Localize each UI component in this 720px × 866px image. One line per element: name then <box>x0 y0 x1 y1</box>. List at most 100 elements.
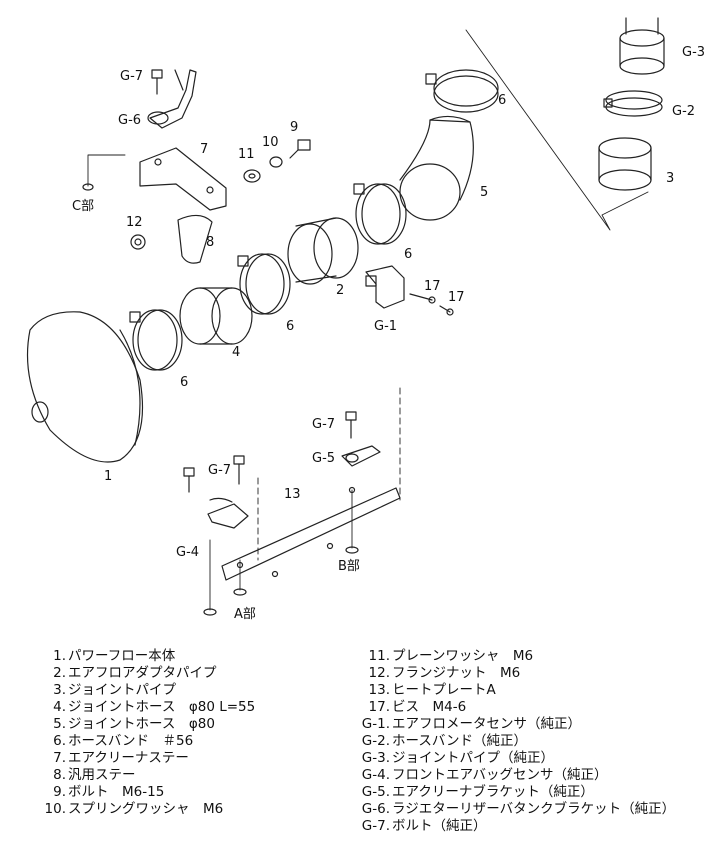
bolt-g7-left <box>183 467 195 493</box>
label-8: 8 <box>206 235 214 250</box>
flange-nut <box>130 234 146 250</box>
part-number: G-2. <box>361 733 390 749</box>
label-a: A部 <box>234 607 256 620</box>
part-name: フロントエアバッグセンサ（純正） <box>392 767 608 783</box>
part-name: パワーフロー本体 <box>68 648 176 664</box>
label-10: 10 <box>262 135 279 150</box>
part-number: 8. <box>53 767 66 783</box>
parts-list-item: 9.ボルト M6-15 <box>18 784 255 801</box>
part-name: プレーンワッシャ M6 <box>392 648 534 664</box>
part-name: フランジナット M6 <box>392 665 521 681</box>
part-number: G-4. <box>361 767 390 783</box>
hose-band-6-top <box>425 69 499 113</box>
part-number: G-3. <box>361 750 390 766</box>
part-name: エアクリーナブラケット（純正） <box>392 784 594 800</box>
part-name: ジョイントホース φ80 L=55 <box>68 699 256 715</box>
label-c: C部 <box>72 199 94 214</box>
bolt-g7-mid <box>233 455 245 485</box>
parts-list-item: G-1.エアフロメータセンサ（純正） <box>340 716 675 733</box>
parts-list-item: G-6.ラジエターリザーバタンクブラケット（純正） <box>340 801 675 818</box>
label-g3: G-3 <box>682 45 705 60</box>
part-name: ボルト（純正） <box>392 818 487 834</box>
part-name: エアクリーナステー <box>68 750 189 766</box>
label-2: 2 <box>336 283 344 298</box>
parts-list-item: 1.パワーフロー本体 <box>18 648 255 665</box>
label-g1: G-1 <box>374 319 397 334</box>
part-name: ビス M4-6 <box>392 699 467 715</box>
part-number: 17. <box>368 699 390 715</box>
label-6c: 6 <box>404 247 412 262</box>
parts-list-item: 11.プレーンワッシャ M6 <box>340 648 675 665</box>
parts-list-item: 2.エアフロアダプタパイプ <box>18 665 255 682</box>
label-6a: 6 <box>180 375 188 390</box>
part-number: 4. <box>53 699 66 715</box>
parts-list-item: G-7.ボルト（純正） <box>340 818 675 835</box>
label-g5: G-5 <box>312 451 335 466</box>
part-number: 10. <box>44 801 66 817</box>
parts-list-item: 5.ジョイントホース φ80 <box>18 716 255 733</box>
parts-list-item: 10.スプリングワッシャ M6 <box>18 801 255 818</box>
part-name: ジョイントパイプ <box>68 682 176 698</box>
part-number: 7. <box>53 750 66 766</box>
bolt-g7-top <box>151 69 163 95</box>
part-name: エアフロメータセンサ（純正） <box>392 716 581 732</box>
joint-pipe-g3 <box>619 17 665 75</box>
parts-list-item: G-5.エアクリーナブラケット（純正） <box>340 784 675 801</box>
part-name: ボルト M6-15 <box>68 784 165 800</box>
exploded-parts-diagram: 1 2 3 4 5 6 6 6 6 7 8 9 10 11 12 13 17 1… <box>26 17 705 620</box>
label-3: 3 <box>666 171 674 186</box>
parts-list-item: 7.エアクリーナステー <box>18 750 255 767</box>
airflow-meter-sensor <box>365 265 405 309</box>
hose-band-g2 <box>603 90 663 117</box>
label-17b: 17 <box>448 290 465 305</box>
spring-washer <box>269 156 283 168</box>
radiator-tank-bracket <box>147 69 197 129</box>
air-cleaner-stay <box>139 147 227 211</box>
part-number: 6. <box>53 733 66 749</box>
bolt-g7-right <box>345 411 357 439</box>
label-6d: 6 <box>498 93 506 108</box>
parts-list-item: 17.ビス M4-6 <box>340 699 675 716</box>
parts-list-item: G-2.ホースバンド（純正） <box>340 733 675 750</box>
parts-list-item: G-3.ジョイントパイプ（純正） <box>340 750 675 767</box>
part-number: 2. <box>53 665 66 681</box>
parts-list-item: 8.汎用ステー <box>18 767 255 784</box>
airflow-adapter-pipe <box>287 217 359 285</box>
joint-hose-5 <box>399 115 474 221</box>
part-number: G-7. <box>361 818 390 834</box>
part-number: 13. <box>368 682 390 698</box>
label-g2: G-2 <box>672 104 695 119</box>
leader-lines <box>87 29 649 611</box>
part-name: ラジエターリザーバタンクブラケット（純正） <box>392 801 676 817</box>
part-name: ホースバンド（純正） <box>392 733 527 749</box>
parts-list-item: 6.ホースバンド ＃56 <box>18 733 255 750</box>
air-filter-body <box>26 311 143 463</box>
part-name: ホースバンド ＃56 <box>68 733 194 749</box>
hose-band-6-middle <box>237 253 291 315</box>
diagram-labels: 1 2 3 4 5 6 6 6 6 7 8 9 10 11 12 13 17 1… <box>72 45 705 620</box>
label-12: 12 <box>126 215 143 230</box>
label-g7c: G-7 <box>312 417 335 432</box>
joint-pipe-3 <box>598 137 652 191</box>
part-number: 12. <box>368 665 390 681</box>
label-g6: G-6 <box>118 113 141 128</box>
label-g7a: G-7 <box>120 69 143 84</box>
label-17a: 17 <box>424 279 441 294</box>
part-number: G-1. <box>361 716 390 732</box>
parts-list-item: 13.ヒートプレートA <box>340 682 675 699</box>
part-number: G-6. <box>361 801 390 817</box>
label-g7b: G-7 <box>208 463 231 478</box>
label-1: 1 <box>104 469 112 484</box>
label-11: 11 <box>238 147 255 162</box>
label-9: 9 <box>290 120 298 135</box>
parts-list-item: 4.ジョイントホース φ80 L=55 <box>18 699 255 716</box>
part-name: 汎用ステー <box>68 767 136 783</box>
part-number: 5. <box>53 716 66 732</box>
label-5: 5 <box>480 185 488 200</box>
part-name: スプリングワッシャ M6 <box>68 801 224 817</box>
label-13: 13 <box>284 487 301 502</box>
joint-hose-4 <box>179 287 253 345</box>
reference-markers <box>82 183 359 616</box>
label-4: 4 <box>232 345 240 360</box>
label-b: B部 <box>338 559 360 574</box>
